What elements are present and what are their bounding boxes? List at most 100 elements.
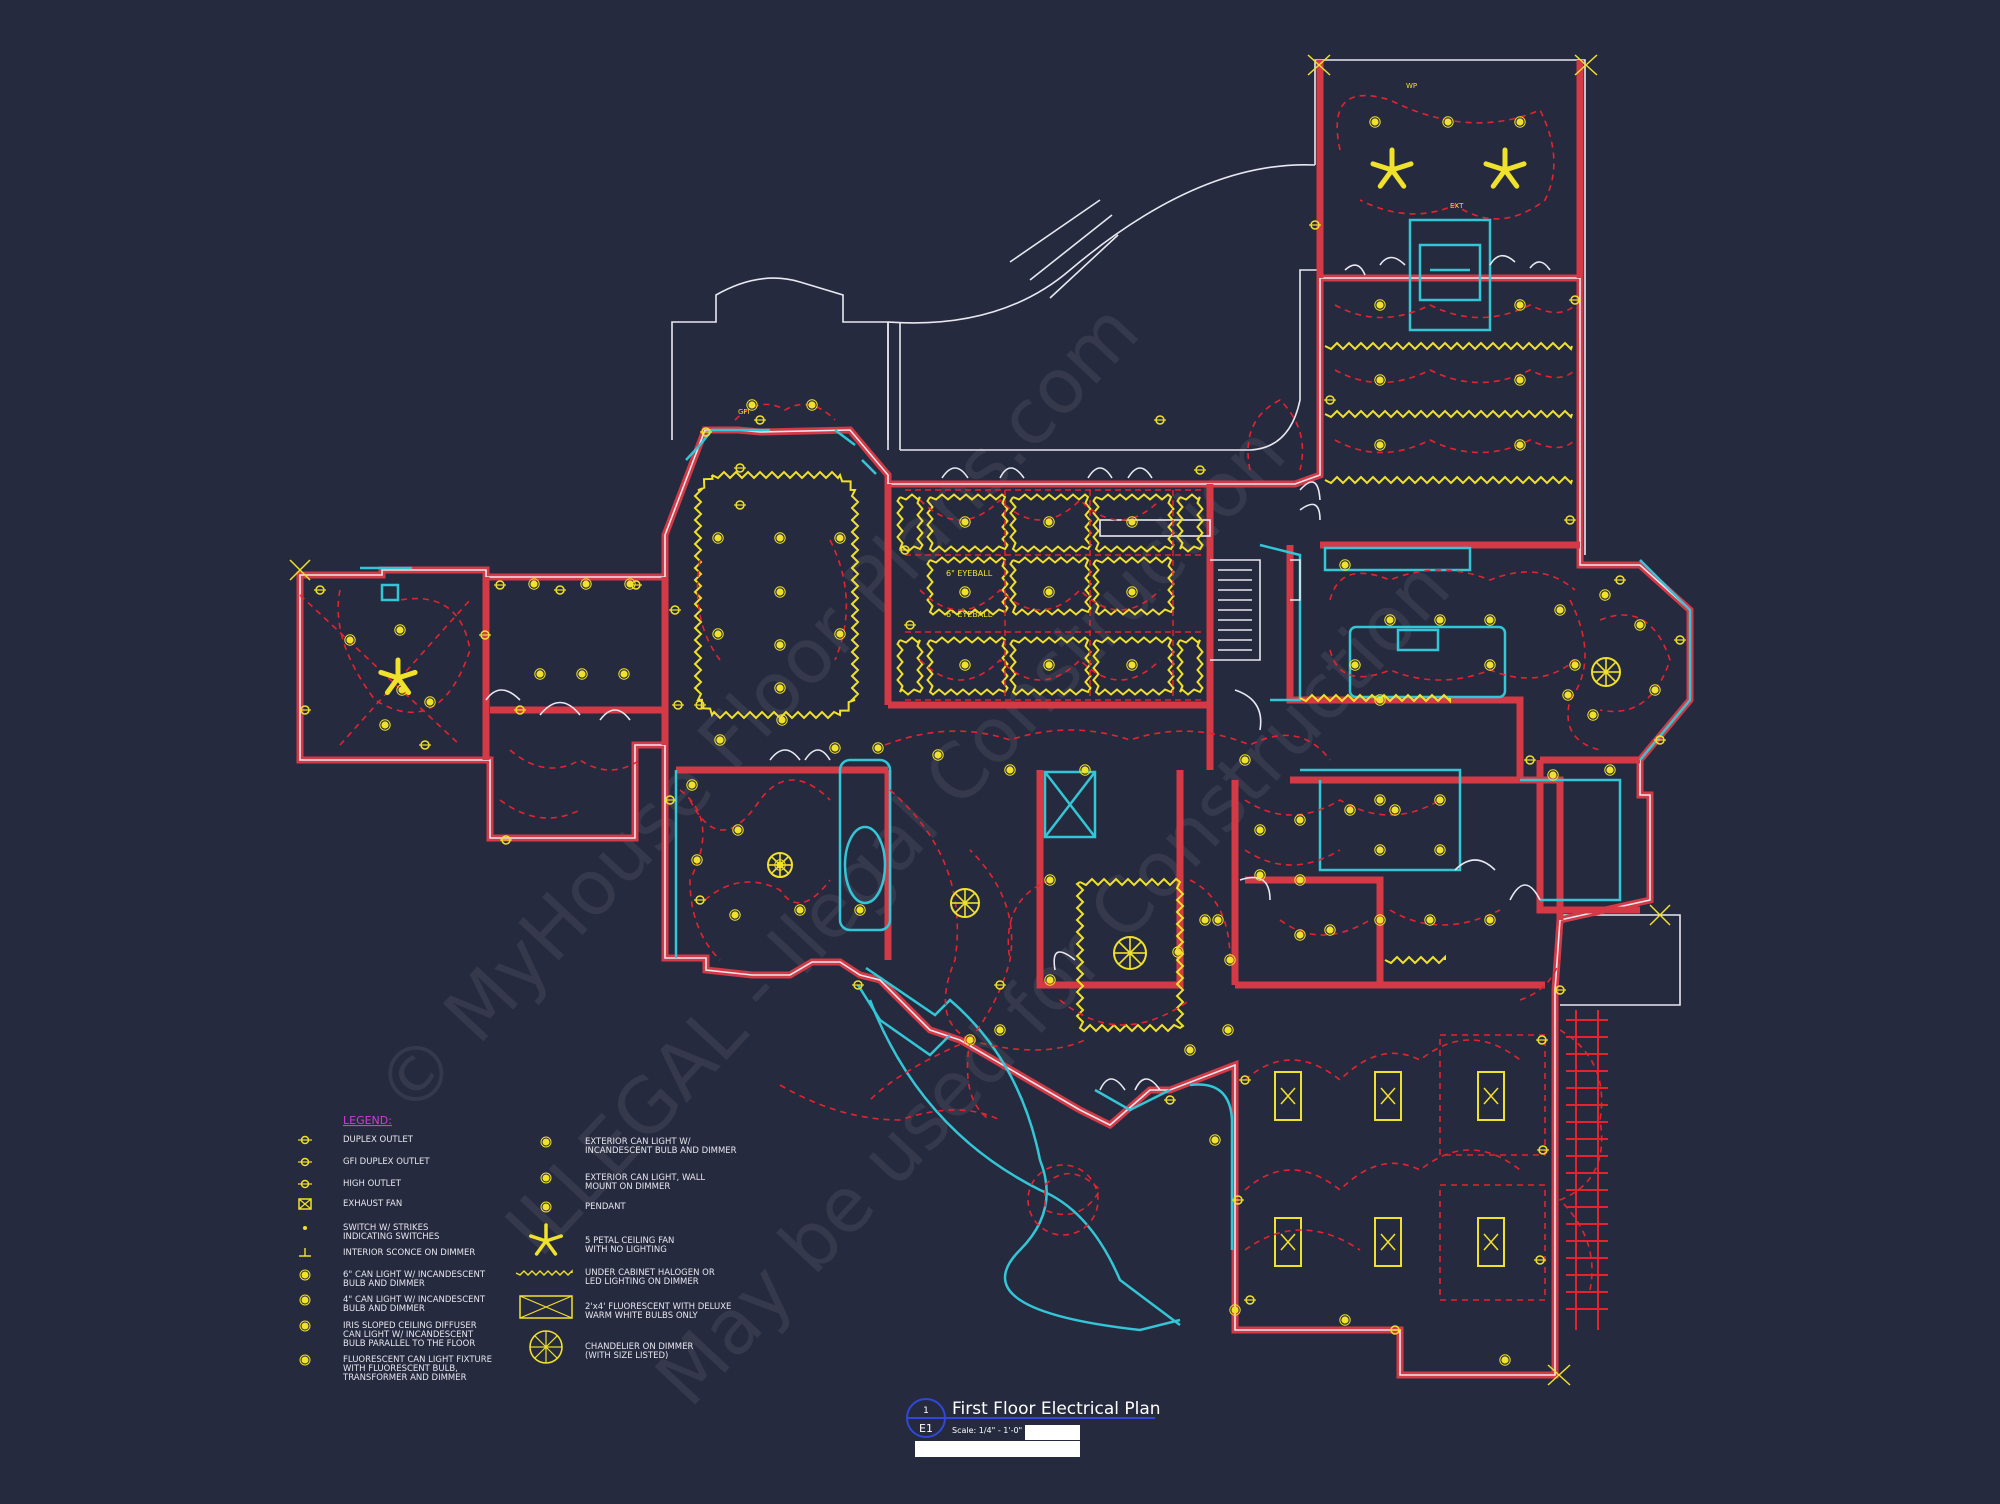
can-light-dot (1376, 796, 1384, 804)
legend-fluor-x (519, 1295, 573, 1319)
chandelier-spoke (1605, 661, 1617, 673)
legend-left-label: 6" CAN LIGHT W/ INCANDESCENT (343, 1270, 486, 1280)
can-light-dot (776, 534, 784, 542)
can-light-ring (1514, 374, 1526, 386)
legend-can-ring (299, 1294, 311, 1306)
fixture-frame (1274, 1071, 1302, 1121)
chandelier-spoke (954, 902, 966, 914)
can-light-ring (1043, 586, 1055, 598)
can-light-dot (1376, 376, 1384, 384)
fixture-cross (1483, 1233, 1499, 1251)
can-light-fixture (1384, 614, 1396, 626)
can-light-dot (1444, 118, 1452, 126)
sheet-id: E1 (919, 1422, 933, 1435)
can-light-dot (1589, 711, 1597, 719)
fluorescent-2x4-fixture (1477, 1071, 1505, 1121)
legend-left-label: SWITCH W/ STRIKES (343, 1223, 428, 1233)
can-light-ring (729, 909, 741, 921)
legend-can-dot (301, 1296, 309, 1304)
can-light-fixture (1294, 929, 1306, 941)
chandelier-icon (767, 852, 793, 878)
legend-right-label: LED LIGHTING ON DIMMER (585, 1277, 699, 1287)
can-light-ring (1374, 844, 1386, 856)
can-light-fixture (424, 696, 436, 708)
can-light-dot (693, 856, 701, 864)
fluorescent-2x4-icon (519, 1295, 573, 1319)
legend-chand-spoke (545, 1335, 558, 1348)
legend-left-label: IRIS SLOPED CEILING DIFFUSER (343, 1321, 477, 1331)
duplex-outlet (694, 895, 706, 905)
can-light-dot (1174, 948, 1182, 956)
duplex-outlet (1194, 465, 1206, 475)
can-light-fixture (1004, 764, 1016, 776)
can-light-fixture (774, 682, 786, 694)
chandelier-spoke (1129, 941, 1142, 954)
can-light-dot (1516, 441, 1524, 449)
can-light-dot (1296, 931, 1304, 939)
duplex-outlet (852, 980, 864, 990)
can-light-ring (1514, 299, 1526, 311)
fixture-frame (1374, 1217, 1402, 1267)
can-light-ring (1339, 1314, 1351, 1326)
can-light-ring (1374, 794, 1386, 806)
can-light-ring (1224, 954, 1236, 966)
chandelier-spoke (1118, 952, 1131, 965)
duplex-outlet (734, 500, 746, 510)
can-light-ring (379, 719, 391, 731)
duplex-outlet (479, 630, 491, 640)
can-light-fixture (1374, 914, 1386, 926)
iris-diffuser-icon (299, 1320, 311, 1332)
can-light-ring (1484, 914, 1496, 926)
can-light-ring (1254, 824, 1266, 836)
walls (296, 60, 1694, 1379)
can-light-ring (714, 734, 726, 746)
can-light-dot (1426, 916, 1434, 924)
can-light-dot (714, 534, 722, 542)
duplex-outlet (1389, 1325, 1401, 1335)
can-light-dot (1231, 1306, 1239, 1314)
can-light-dot (1376, 696, 1384, 704)
can-light-dot (688, 781, 696, 789)
can-light-fixture (1044, 874, 1056, 886)
legend-right-label: PENDANT (585, 1202, 626, 1212)
can-light-fixture (1224, 954, 1236, 966)
exterior-outlines (671, 59, 1681, 1006)
duplex-outlet (1324, 395, 1336, 405)
can-light-dot (1436, 616, 1444, 624)
can-light-dot (776, 684, 784, 692)
garage-fixtures (1274, 1034, 1546, 1301)
can-light-fixture (1172, 946, 1184, 958)
can-light-ring (746, 399, 758, 411)
chandelier-icon (1591, 657, 1621, 687)
can-light-fixture (1126, 659, 1138, 671)
gfi-tag: GFI (738, 408, 750, 416)
can-light-ring (344, 634, 356, 646)
duplex-outlet (1536, 1035, 1548, 1045)
can-light-ring (1374, 299, 1386, 311)
legend-can-ring (299, 1269, 311, 1281)
can-light-ring (1634, 619, 1646, 631)
can-light-dot (1326, 926, 1334, 934)
eyeball-tag-2: 6" EYEBALL (946, 610, 993, 619)
can-light-dot (836, 630, 844, 638)
legend-right-label: WARM WHITE BULBS ONLY (585, 1311, 698, 1321)
can-light-ring (774, 532, 786, 544)
can-light-fixture (829, 742, 841, 754)
legend-fan-box (298, 1198, 312, 1210)
can-light-fixture (794, 904, 806, 916)
can-light-fixture (1434, 614, 1446, 626)
can-light-ring (1126, 659, 1138, 671)
legend-left-label: FLUORESCENT CAN LIGHT FIXTURE (343, 1355, 492, 1365)
duplex-outlet (630, 580, 642, 590)
can-light-fixture (712, 532, 724, 544)
duplex-outlet (1569, 295, 1581, 305)
can-light-ring (1339, 559, 1351, 571)
legend-left-label: INDICATING SWITCHES (343, 1232, 439, 1242)
can-light-fixture (834, 628, 846, 640)
can-light-dot (1045, 588, 1053, 596)
title-white-box-2 (915, 1441, 1080, 1457)
can-light-fixture (1079, 764, 1091, 776)
can-light-ring (1569, 659, 1581, 671)
legend-left-label: BULB AND DIMMER (343, 1304, 425, 1314)
